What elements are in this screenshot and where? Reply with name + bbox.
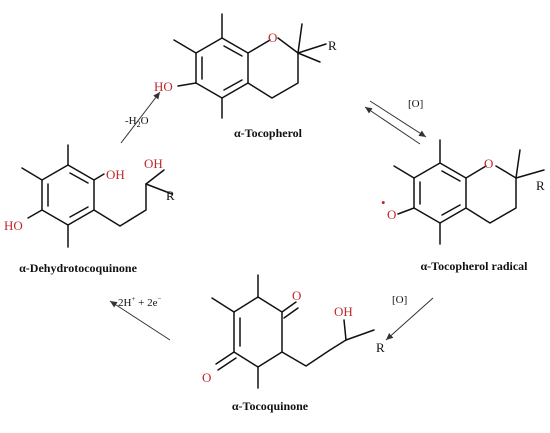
condition-minus-h2o: -H2O <box>125 115 149 129</box>
dehydro-r-group: R <box>166 188 175 203</box>
condition-oxidation-2: [O] <box>392 294 407 306</box>
arrow-dehydro-to-tocopherol <box>120 91 161 144</box>
radical-phenoxyl-oxygen: O <box>387 207 396 222</box>
alpha-tocopherol-r-group: R <box>328 38 337 53</box>
alpha-tocopherol-hydroxyl-label: HO <box>154 79 173 94</box>
radical-r-group: R <box>536 178 545 193</box>
tocoquinone-hydroxyl-label: OH <box>334 304 353 319</box>
equilibrium-arrows-tocopherol-radical <box>364 100 427 145</box>
alpha-tocoquinone-structure: O O OH R α-Tocoquinone <box>202 274 385 413</box>
radical-ring-oxygen: O <box>484 156 493 171</box>
tocoquinone-left-oxygen: O <box>202 370 211 385</box>
alpha-tocopherol-structure: O HO R α-Tocopherol <box>154 13 337 140</box>
tocoquinone-r-group: R <box>376 340 385 355</box>
alpha-tocoquinone-bonds <box>211 274 375 389</box>
alpha-tocopherol-radical-name: α-Tocopherol radical <box>420 259 528 273</box>
alpha-tocopherol-bonds <box>173 13 327 119</box>
alpha-tocopherol-radical-structure: O O • R α-Tocopherol radical <box>381 139 545 273</box>
dehydro-ring-hydroxyl-label: OH <box>106 167 125 182</box>
alpha-tocopherol-ring-oxygen: O <box>268 30 277 45</box>
alpha-dehydrotocoquinone-structure: OH OH HO R α-Dehydrotocoquinone <box>4 144 175 275</box>
alpha-tocopherol-radical-bonds <box>393 139 545 245</box>
condition-reduction: 2H+ + 2e− <box>118 295 162 309</box>
radical-dot: • <box>381 195 386 210</box>
alpha-tocoquinone-name: α-Tocoquinone <box>232 399 309 413</box>
alpha-dehydrotocoquinone-name: α-Dehydrotocoquinone <box>19 261 137 275</box>
alpha-dehydrotocoquinone-bonds <box>21 144 173 248</box>
dehydro-phenol-hydroxyl-label: HO <box>4 218 23 233</box>
arrow-radical-to-tocoquinone <box>385 297 434 341</box>
arrow-tocoquinone-to-dehydro <box>109 300 171 341</box>
tocoquinone-top-oxygen: O <box>292 288 301 303</box>
dehydro-side-hydroxyl-label: OH <box>144 156 163 171</box>
alpha-tocopherol-name: α-Tocopherol <box>234 126 303 140</box>
condition-oxidation-1: [O] <box>408 98 423 110</box>
